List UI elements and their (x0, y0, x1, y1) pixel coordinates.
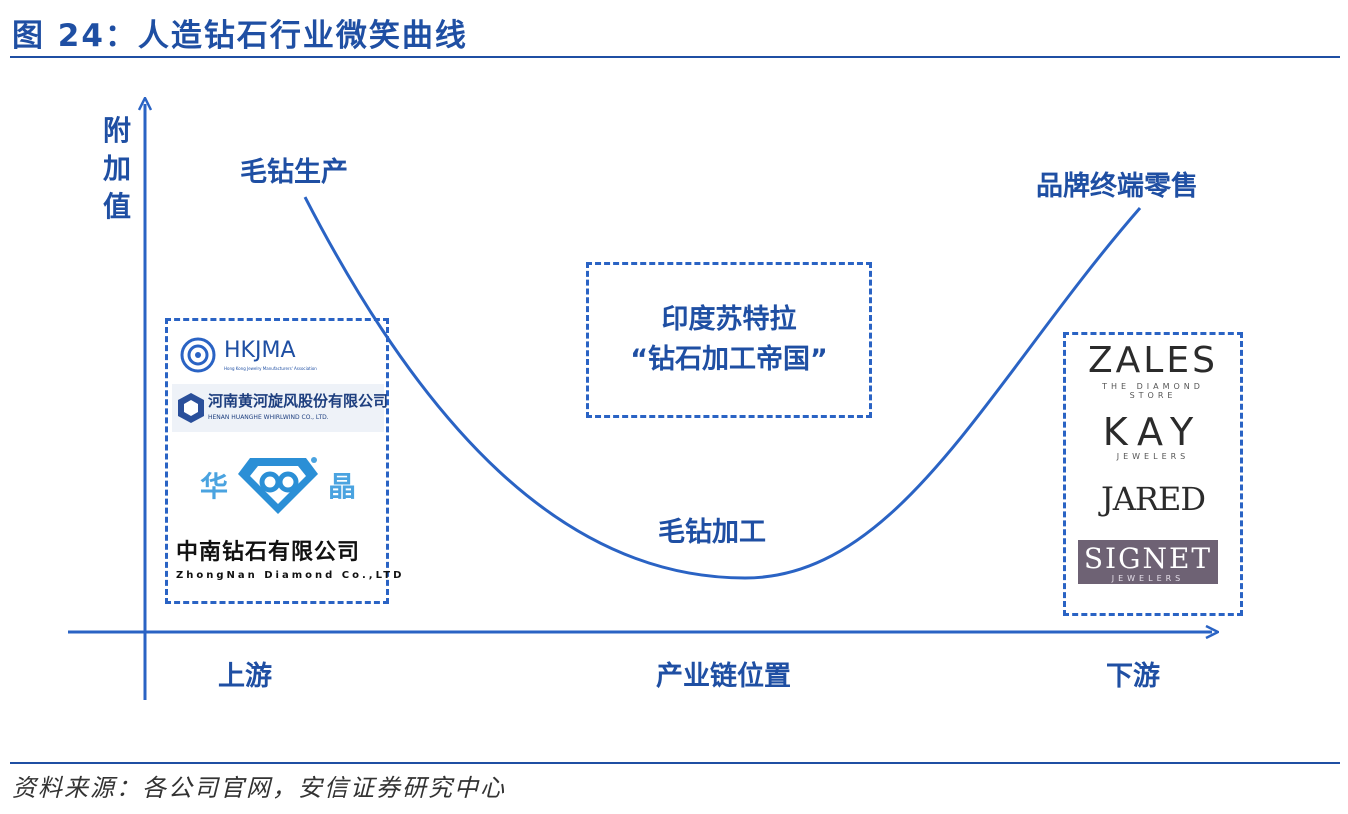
huajing-diamond-icon (238, 457, 319, 514)
signet-logo: SIGNET JEWELERS (1078, 540, 1218, 584)
y-axis-label: 附加值 (102, 114, 131, 223)
huanghe-emblem-icon (178, 393, 204, 423)
zales-logo: ZALES THE DIAMOND STORE (1082, 340, 1224, 400)
hkjma-logo: HKJMA Hong Kong Jewelry Manufacturers' A… (180, 336, 380, 374)
upstream-logos-box (165, 318, 389, 604)
stage-rough-production: 毛钻生产 (240, 157, 348, 188)
huanghe-name: 河南黄河旋风股份有限公司 (208, 392, 389, 410)
huajing-logo: 华 晶 (200, 452, 380, 518)
india-box-line1: 印度苏特拉 (661, 304, 797, 335)
jared-logo: JARED (1082, 480, 1224, 524)
zhongnan-name: 中南钻石有限公司 (176, 540, 361, 565)
signet-subtitle: JEWELERS (1111, 574, 1185, 583)
page-title: 图 24：人造钻石行业微笑曲线 (12, 18, 468, 54)
huajing-right-char: 晶 (328, 470, 357, 503)
india-box-line2: “钻石加工帝国” (630, 344, 828, 375)
stage-brand-retail: 品牌终端零售 (1036, 171, 1198, 202)
zhongnan-subtitle: ZhongNan Diamond Co.,LTD (176, 570, 405, 581)
kay-subtitle: JEWELERS (1116, 452, 1190, 461)
kay-name: KAY (1102, 410, 1204, 454)
footer-rule (10, 762, 1340, 764)
stage-downstream: 下游 (1106, 661, 1160, 692)
downstream-logos-box (1063, 332, 1243, 616)
stage-upstream: 上游 (218, 661, 272, 692)
x-axis-label: 产业链位置 (656, 661, 791, 692)
huanghe-subtitle: HENAN HUANGHE WHIRLWIND CO., LTD. (208, 414, 329, 421)
hkjma-emblem-icon (180, 337, 216, 373)
zales-name: ZALES (1088, 340, 1218, 381)
hkjma-name: HKJMA (224, 338, 296, 363)
huanghe-logo: 河南黄河旋风股份有限公司 HENAN HUANGHE WHIRLWIND CO.… (172, 384, 388, 432)
source-note: 资料来源：各公司官网，安信证券研究中心 (12, 774, 506, 802)
huajing-left-char: 华 (200, 470, 229, 503)
india-processing-box: 印度苏特拉 “钻石加工帝国” (586, 262, 872, 418)
signet-name: SIGNET (1083, 542, 1213, 575)
zales-subtitle: THE DIAMOND STORE (1102, 382, 1204, 400)
hkjma-subtitle: Hong Kong Jewelry Manufacturers' Associa… (224, 366, 317, 371)
zhongnan-logo: 中南钻石有限公司 ZhongNan Diamond Co.,LTD (176, 534, 401, 588)
title-rule (10, 56, 1340, 58)
jared-name: JARED (1100, 480, 1206, 518)
smile-curve (303, 196, 1142, 580)
stage-rough-processing: 毛钻加工 (658, 517, 766, 548)
kay-logo: KAY JEWELERS (1082, 410, 1224, 462)
